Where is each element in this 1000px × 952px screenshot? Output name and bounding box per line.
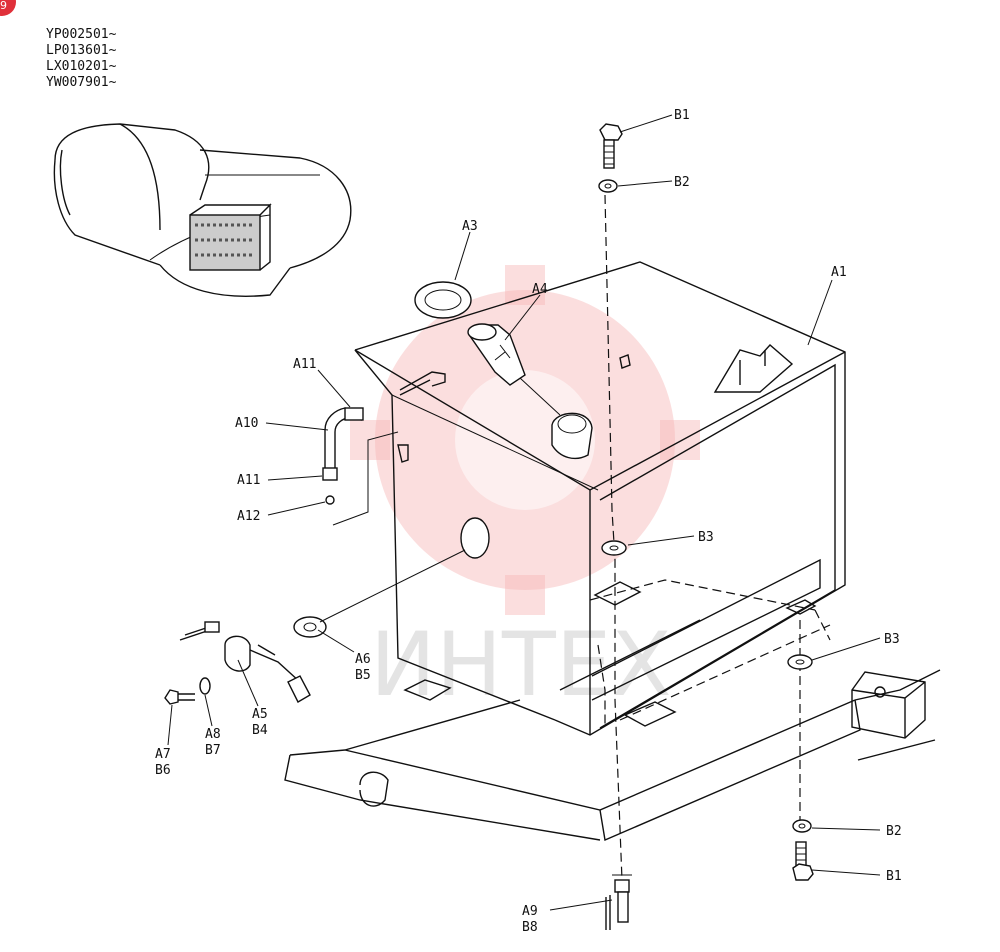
leader-lines [167, 114, 881, 911]
watermark-text: ИНТЕХ [370, 613, 672, 716]
label-a3: A3 [462, 219, 478, 234]
label-b2-bottom: B2 [886, 824, 902, 839]
page-badge [0, 0, 16, 16]
bolt-bottom [792, 841, 814, 881]
label-b3-right: B3 [698, 530, 714, 545]
filler-strainer [467, 323, 526, 386]
gauge-gasket [293, 517, 490, 638]
machine-frame [284, 581, 941, 841]
drain-valve [605, 874, 632, 930]
label-a11-top: A11 [293, 357, 316, 372]
washer-top [598, 179, 618, 193]
label-b3-lower: B3 [884, 632, 900, 647]
filler-guide-line [519, 377, 561, 416]
washer-bottom [792, 819, 812, 833]
bolt-top [599, 123, 623, 169]
fuel-tank [354, 261, 846, 736]
label-b1-top: B1 [674, 108, 690, 123]
label-a7: A7 [155, 747, 171, 762]
label-b4: B4 [252, 723, 268, 738]
washer-b3-frame [787, 654, 813, 670]
screw [164, 689, 195, 705]
page-badge-number: 9 [0, 0, 7, 12]
label-a6: A6 [355, 652, 371, 667]
label-a10: A10 [235, 416, 258, 431]
serial-2: LP013601~ [46, 43, 117, 58]
lock-washer [199, 677, 211, 695]
serial-1: YP002501~ [46, 27, 117, 42]
fuel-level-sender [179, 621, 311, 703]
label-a11-bottom: A11 [237, 473, 260, 488]
washer-b3-tank [601, 540, 627, 556]
label-b1-bottom: B1 [886, 869, 902, 884]
filler-cap [414, 281, 472, 319]
watermark-gear-logo [350, 265, 700, 615]
label-b7: B7 [205, 743, 221, 758]
serial-3: LX010201~ [46, 59, 117, 74]
seat-location-inset [53, 123, 352, 297]
gauge-guide-line [319, 549, 466, 623]
serial-4: YW007901~ [46, 75, 117, 90]
label-b6: B6 [155, 763, 171, 778]
battery-box-location [189, 214, 261, 271]
label-b8: B8 [522, 920, 538, 935]
label-b5: B5 [355, 668, 371, 683]
assembly-dashed-lines [589, 194, 831, 881]
label-a1: A1 [831, 265, 847, 280]
label-a12: A12 [237, 509, 260, 524]
label-a4: A4 [532, 282, 548, 297]
label-b2-top: B2 [674, 175, 690, 190]
label-a9: A9 [522, 904, 538, 919]
filler-neck-ring [551, 412, 593, 460]
label-a8: A8 [205, 727, 221, 742]
label-a5: A5 [252, 707, 268, 722]
